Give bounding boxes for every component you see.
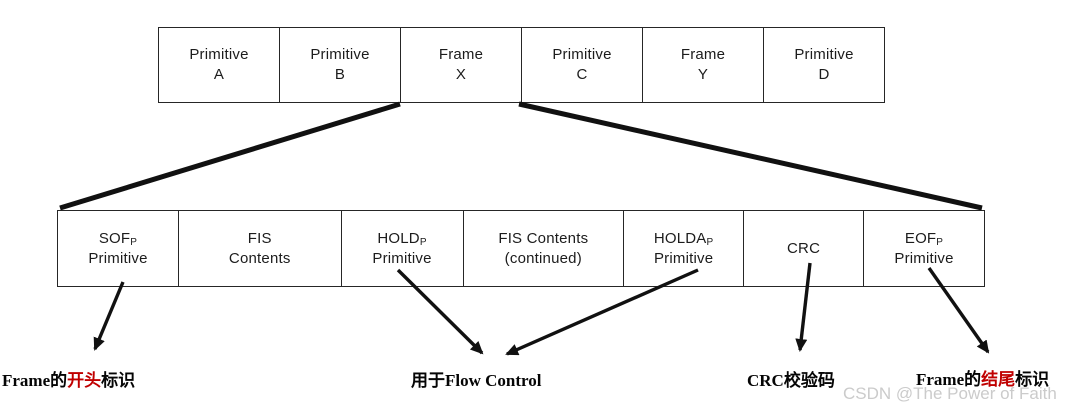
cell-label: HOLDAP	[653, 229, 714, 248]
cell-label: (continued)	[504, 249, 582, 267]
cell-label: EOFP	[904, 229, 944, 248]
annotation-text: 标识	[101, 371, 136, 390]
frame-detail-row: SOFP Primitive FIS Contents HOLDP Primit…	[57, 210, 985, 287]
annotation-highlight: 结尾	[981, 370, 1016, 389]
annotation-text: CRC校验码	[747, 371, 835, 390]
annotation-text: 标识	[1015, 370, 1050, 389]
annotation-text: Frame的	[916, 370, 982, 389]
cell-hold-primitive: HOLDP Primitive	[342, 211, 464, 286]
cell-crc: CRC	[744, 211, 865, 286]
cell-sof-primitive: SOFP Primitive	[58, 211, 179, 286]
cell-primitive-d: Primitive D	[764, 28, 884, 102]
cell-frame-x: Frame X	[401, 28, 522, 102]
expansion-line-left	[59, 101, 401, 211]
annotation-frame-end: Frame的结尾标识	[916, 368, 1049, 392]
cell-label: Y	[697, 66, 709, 83]
annotation-text: 用于Flow Control	[411, 371, 542, 390]
annotation-frame-start: Frame的开头标识	[2, 369, 135, 393]
cell-label: B	[334, 66, 346, 83]
cell-label: Primitive	[653, 249, 714, 267]
cell-label: X	[455, 66, 467, 83]
cell-holda-primitive: HOLDAP Primitive	[624, 211, 745, 286]
annotation-highlight: 开头	[67, 371, 102, 390]
top-row: Primitive A Primitive B Frame X Primitiv…	[158, 27, 885, 103]
cell-label: C	[576, 66, 588, 83]
csdn-watermark: CSDN @The Power of Faith	[843, 384, 1057, 403]
cell-label: D	[818, 66, 830, 83]
cell-label: Primitive	[552, 46, 612, 63]
cell-label: Contents	[228, 249, 291, 267]
cell-fis-contents-continued: FIS Contents (continued)	[464, 211, 625, 286]
expansion-line-right	[518, 101, 983, 211]
cell-primitive-a: Primitive A	[159, 28, 280, 102]
cell-label: Primitive	[794, 46, 854, 63]
arrow-sof-to-annotation	[93, 281, 125, 351]
cell-label: CRC	[787, 239, 821, 257]
cell-label: Primitive	[310, 46, 370, 63]
cell-label: Primitive	[189, 46, 249, 63]
cell-primitive-c: Primitive C	[522, 28, 643, 102]
cell-primitive-b: Primitive B	[280, 28, 401, 102]
annotation-flow-control: 用于Flow Control	[411, 369, 542, 393]
annotation-text: Frame的	[2, 371, 68, 390]
cell-label: Primitive	[88, 249, 148, 267]
cell-eof-primitive: EOFP Primitive	[864, 211, 984, 286]
cell-label: Primitive	[894, 249, 954, 267]
cell-fis-contents: FIS Contents	[179, 211, 342, 286]
cell-frame-y: Frame Y	[643, 28, 764, 102]
cell-label: SOFP	[98, 229, 138, 248]
annotation-crc-check: CRC校验码	[747, 369, 835, 393]
cell-label: Frame	[680, 46, 726, 63]
cell-label: Frame	[438, 46, 484, 63]
cell-label: HOLDP	[377, 229, 427, 248]
cell-label: FIS Contents	[498, 229, 589, 247]
cell-label: Primitive	[372, 249, 432, 267]
cell-label: A	[213, 66, 225, 83]
cell-label: FIS	[247, 229, 272, 247]
